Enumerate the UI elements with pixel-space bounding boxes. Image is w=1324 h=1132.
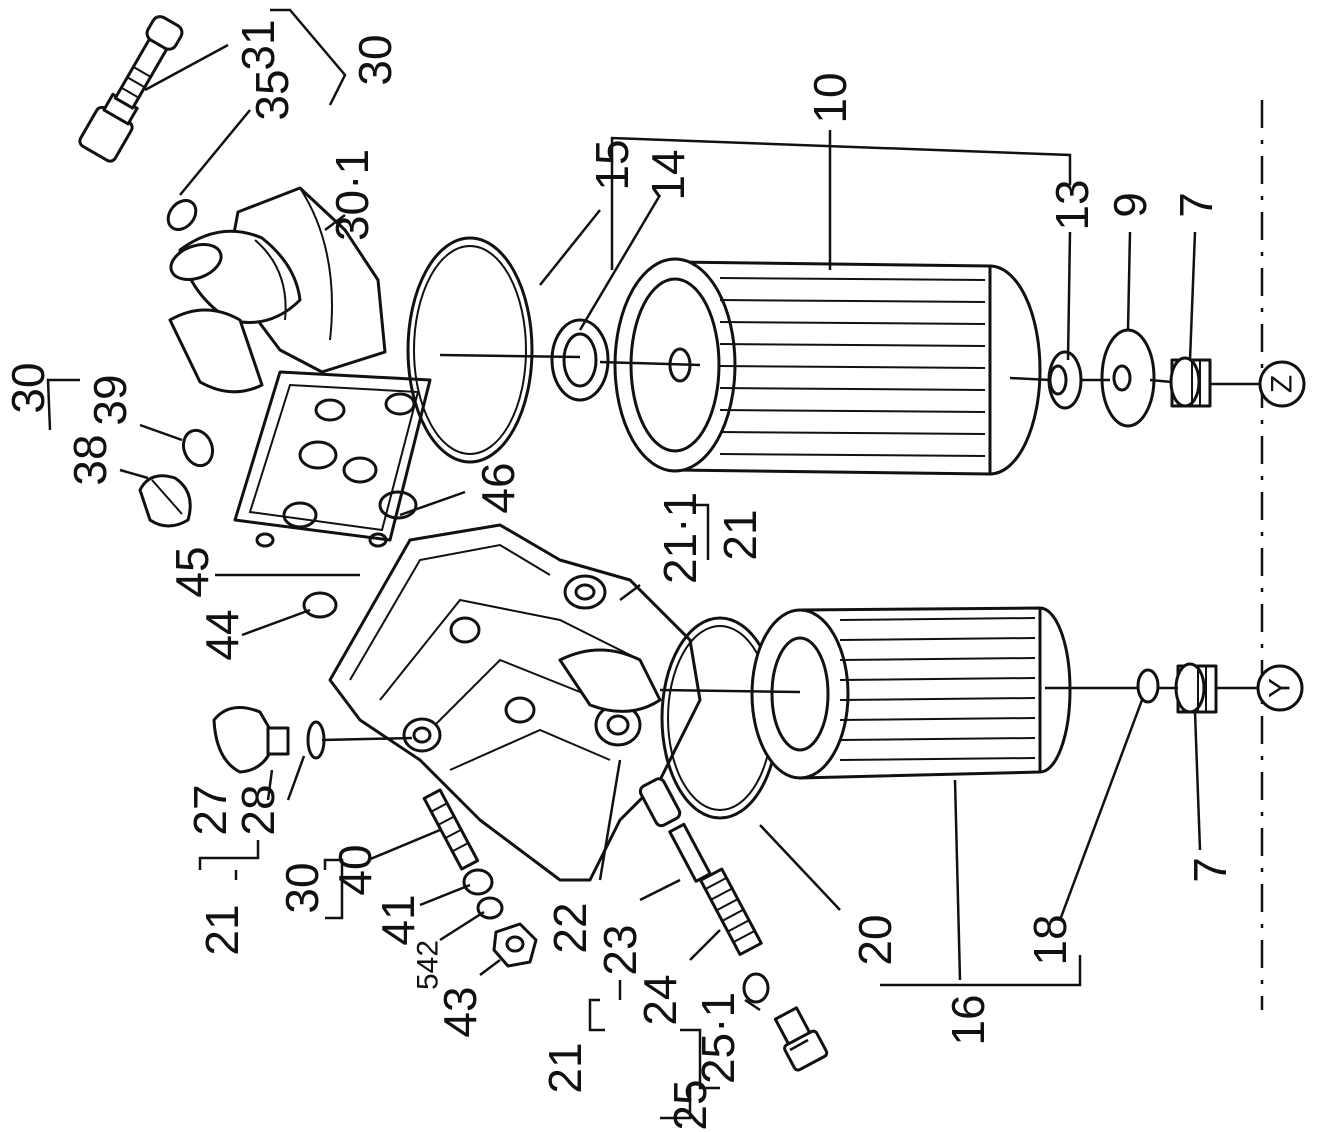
callout-30-mid: 30 [276, 862, 328, 913]
callout-labels: 31 35 30 30·1 30 39 38 10 15 14 13 9 7 4… [2, 19, 1236, 1130]
reference-z-label: Z [1266, 375, 1299, 393]
callout-30-top: 30 [349, 34, 401, 85]
callout-16: 16 [942, 994, 994, 1045]
part-46-o-ring [378, 490, 418, 520]
part-35-o-ring [166, 199, 198, 231]
callout-35: 35 [246, 69, 298, 120]
part-23-valve-stem [668, 822, 712, 883]
part-41-washer [462, 868, 494, 896]
callout-10: 10 [804, 72, 856, 123]
part-7-upper-nut [1169, 356, 1212, 408]
part-25-plug [773, 1006, 829, 1072]
part-24-spring [699, 867, 763, 956]
callout-14: 14 [642, 149, 694, 200]
callout-18: 18 [1024, 914, 1076, 965]
callout-28: 28 [232, 784, 284, 835]
part-43-nut [492, 922, 538, 968]
part-25-1-washer [742, 972, 770, 1004]
callout-38: 38 [64, 434, 116, 485]
callout-24: 24 [634, 974, 686, 1025]
callout-542: 542 [412, 940, 445, 990]
callout-25-1: 25·1 [692, 992, 744, 1084]
part-14-ring [550, 318, 610, 402]
callout-27: 27 [184, 784, 236, 835]
part-28-washer [306, 720, 326, 760]
callout-7-top: 7 [1170, 192, 1222, 218]
callout-41: 41 [372, 894, 424, 945]
callout-21-right: 21 [714, 509, 766, 560]
callout-39: 39 [84, 374, 136, 425]
reference-z: Z [1258, 360, 1306, 408]
part-27-plug [212, 706, 290, 774]
callout-21-bottom: 21 [539, 1042, 591, 1093]
reference-y-label: Y [1264, 678, 1297, 698]
callout-20: 20 [849, 914, 901, 965]
part-44-o-ring [302, 591, 338, 619]
callout-30-1: 30·1 [326, 149, 378, 241]
callout-21-1: 21·1 [654, 492, 706, 584]
callout-25: 25 [664, 1079, 716, 1130]
part-38-plug [138, 474, 192, 528]
callout-21-left: 21 [196, 904, 248, 955]
part-9-disc [1100, 328, 1156, 428]
part-22-valve-piston [638, 777, 682, 828]
part-18-washer [1136, 668, 1160, 704]
part-542-lock-washer [476, 896, 504, 920]
callout-43: 43 [434, 986, 486, 1037]
callout-44: 44 [196, 609, 248, 660]
callout-23: 23 [594, 924, 646, 975]
part-15-sealing-ring [406, 236, 534, 464]
part-40-stud [422, 788, 480, 871]
part-10-filter-cartridge [613, 257, 1042, 476]
callout-13: 13 [1046, 179, 1098, 230]
callout-31: 31 [232, 19, 284, 70]
reference-y: Y [1256, 664, 1304, 712]
leader-lines [46, 8, 1262, 1120]
part-31-valve-bolt [78, 15, 184, 163]
part-16-filter-cartridge [750, 606, 1072, 780]
callout-30-left: 30 [2, 362, 54, 413]
part-21-filter-head [328, 523, 702, 882]
callout-22: 22 [544, 902, 596, 953]
part-39-seal [181, 428, 215, 468]
callout-9: 9 [1104, 192, 1156, 218]
callout-45: 45 [166, 546, 218, 597]
part-13-washer [1047, 350, 1083, 410]
callout-7-bottom: 7 [1184, 857, 1236, 883]
part-7-lower-nut [1174, 662, 1218, 714]
callout-46: 46 [472, 462, 524, 513]
callout-15: 15 [586, 139, 638, 190]
callout-40: 40 [329, 844, 381, 895]
